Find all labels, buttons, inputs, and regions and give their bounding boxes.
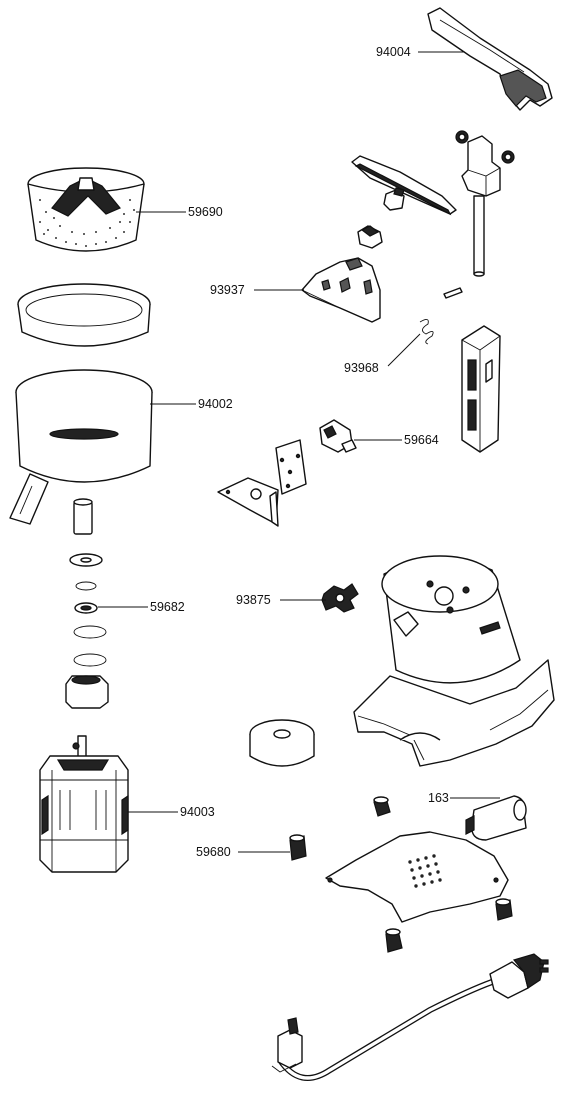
label-pulp-container: 94002 [198, 397, 233, 411]
callout-juicing-cone: 93937 [210, 283, 304, 297]
strainer-basket-part [27, 167, 145, 252]
pivot-column-part [443, 130, 515, 299]
base-housing-part [353, 555, 555, 767]
label-juicing-cone: 93937 [210, 283, 245, 297]
rubber-feet-part [289, 796, 513, 953]
callout-rubber-foot: 59680 [196, 845, 290, 859]
shaft-pin-part [73, 498, 93, 535]
coupling-part [321, 583, 359, 613]
callout-bearing: 59682 [98, 600, 185, 614]
capacitor-part [465, 795, 527, 841]
callout-switch: 59664 [354, 433, 439, 447]
foot-puck-part [249, 719, 315, 767]
label-motor: 94003 [180, 805, 215, 819]
callout-arm: 94004 [376, 45, 465, 59]
label-bearing: 59682 [150, 600, 185, 614]
callout-coupling: 93875 [236, 593, 326, 607]
label-capacitor: 163 [428, 791, 449, 805]
label-rubber-foot: 59680 [196, 845, 231, 859]
mounting-plates-part [217, 439, 307, 527]
motor-part [39, 735, 129, 873]
juicing-cone-part [301, 257, 381, 323]
connector-part [357, 225, 383, 249]
bottom-plate-part [325, 831, 509, 923]
washer-stack-part [65, 553, 109, 709]
spring-part [419, 319, 434, 345]
callout-capacitor: 163 [428, 791, 500, 805]
label-strainer-basket: 59690 [188, 205, 223, 219]
callout-pulp-container: 94002 [150, 397, 233, 411]
label-arm: 94004 [376, 45, 411, 59]
label-spring: 93968 [344, 361, 379, 375]
power-cord-part [271, 953, 549, 1081]
callout-strainer-basket: 59690 [136, 205, 223, 219]
callout-spring: 93968 [344, 333, 421, 375]
callout-motor: 94003 [128, 805, 215, 819]
label-switch: 59664 [404, 433, 439, 447]
lever-arm-part [427, 7, 553, 111]
switch-part [319, 419, 357, 453]
lid-disc-part [351, 155, 457, 216]
label-coupling: 93875 [236, 593, 271, 607]
pulp-container-part [9, 369, 153, 525]
rim-ring-part [17, 283, 151, 347]
column-bracket-part [461, 325, 501, 453]
